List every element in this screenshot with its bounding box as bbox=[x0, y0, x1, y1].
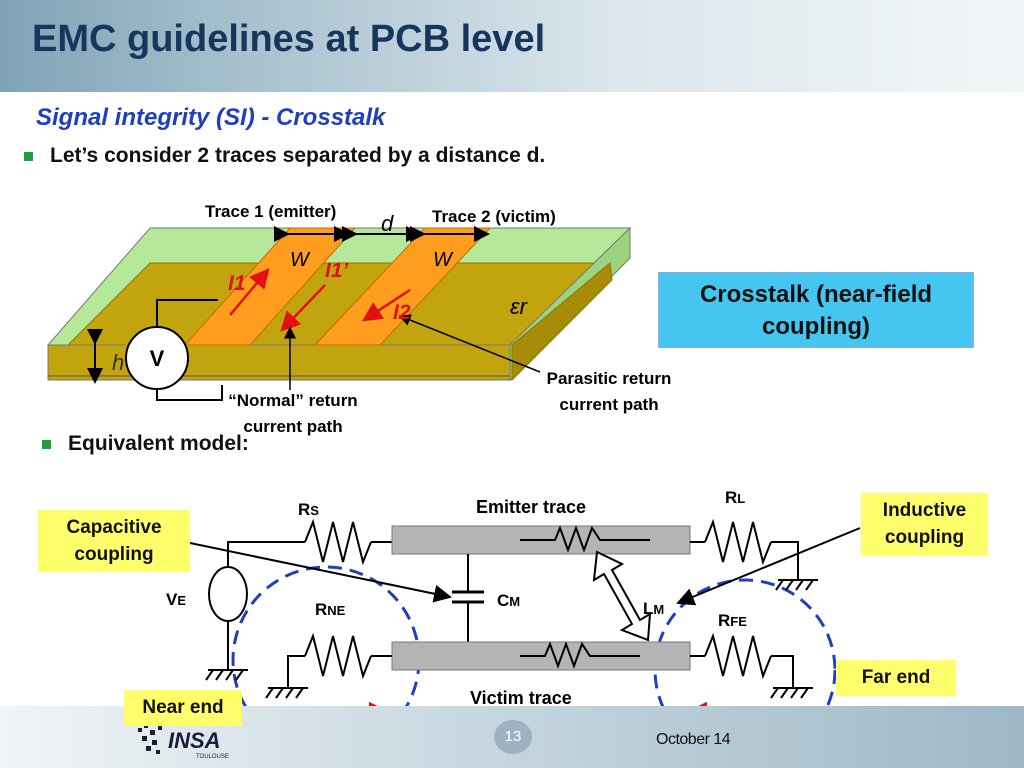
current-i2-label: I2 bbox=[393, 301, 411, 324]
voltage-v-label: V bbox=[150, 346, 165, 371]
bullet-1: Let’s consider 2 traces separated by a d… bbox=[50, 144, 546, 167]
normal-return-line-2: current path bbox=[243, 417, 342, 436]
near-end-label: Near end bbox=[124, 690, 242, 726]
resistor-rs bbox=[304, 518, 372, 566]
bullet-marker-1 bbox=[24, 152, 33, 161]
parasitic-return-line-2: current path bbox=[559, 395, 658, 414]
permittivity-label: εr bbox=[510, 294, 529, 319]
source-ve bbox=[208, 566, 248, 622]
resistor-rl bbox=[704, 518, 772, 566]
trace-2 bbox=[313, 227, 492, 346]
crosstalk-box-line-1: Crosstalk (near-field bbox=[699, 281, 933, 308]
slide-title: EMC guidelines at PCB level bbox=[32, 18, 546, 60]
plane-side-face bbox=[511, 262, 613, 382]
parasitic-return-line-1: Parasitic return bbox=[547, 369, 672, 388]
inductive-box-line-2: coupling bbox=[884, 527, 965, 548]
logo-text: INSA bbox=[168, 728, 221, 753]
normal-return-line-1: “Normal” return bbox=[228, 391, 357, 410]
trace2-label: Trace 2 (victim) bbox=[432, 207, 556, 226]
inductive-box-line-1: Inductive bbox=[882, 500, 967, 521]
capacitive-coupling-box: Capacitive coupling bbox=[38, 510, 190, 572]
bullet-2: Equivalent model: bbox=[68, 432, 249, 455]
resistor-rfe bbox=[704, 632, 772, 680]
resistor-rne bbox=[304, 632, 372, 680]
page-number: 13 bbox=[494, 720, 532, 754]
equivalent-circuit: RS RL VE RNE RFE CM LM VNE VFE Emitter t… bbox=[166, 488, 861, 762]
current-i1p-label: I1’ bbox=[325, 259, 350, 282]
crosstalk-box-line-2: coupling) bbox=[762, 313, 870, 340]
distance-d-label: d bbox=[381, 211, 394, 236]
voltage-source bbox=[125, 326, 189, 390]
current-i1-label: I1 bbox=[228, 272, 246, 295]
label-rs: RS bbox=[298, 500, 319, 519]
logo-subtext: TOULOUSE bbox=[196, 754, 229, 760]
label-cm: CM bbox=[497, 591, 520, 610]
label-lm: LM bbox=[643, 599, 664, 618]
footer-date: October 14 bbox=[656, 731, 731, 748]
victim-trace-label: Victim trace bbox=[470, 688, 572, 708]
label-ve: VE bbox=[166, 590, 186, 609]
trace1-label: Trace 1 (emitter) bbox=[205, 202, 336, 221]
far-end-label: Far end bbox=[836, 660, 956, 696]
slide-subtitle: Signal integrity (SI) - Crosstalk bbox=[36, 104, 386, 131]
title-bar bbox=[0, 0, 1024, 92]
crosstalk-box: Crosstalk (near-field coupling) bbox=[658, 272, 974, 348]
label-rfe: RFE bbox=[718, 611, 747, 630]
insa-logo: INSA TOULOUSE bbox=[138, 724, 229, 760]
width-w1-label: W bbox=[290, 249, 311, 271]
board-front-face bbox=[47, 344, 511, 381]
label-rne: RNE bbox=[315, 600, 346, 619]
height-h-label: h bbox=[112, 350, 124, 375]
width-w2-label: W bbox=[433, 249, 454, 271]
mutual-inductance-arrow bbox=[592, 550, 652, 642]
bullet-marker-2 bbox=[42, 440, 51, 449]
pcb-illustration: Trace 1 (emitter) Trace 2 (victim) d W W… bbox=[46, 202, 672, 436]
inductive-coupling-box: Inductive coupling bbox=[861, 493, 988, 556]
capacitive-box-line-1: Capacitive bbox=[66, 517, 162, 538]
emitter-trace-label: Emitter trace bbox=[476, 497, 586, 517]
capacitive-box-line-2: coupling bbox=[74, 544, 154, 565]
label-rl: RL bbox=[725, 488, 745, 507]
